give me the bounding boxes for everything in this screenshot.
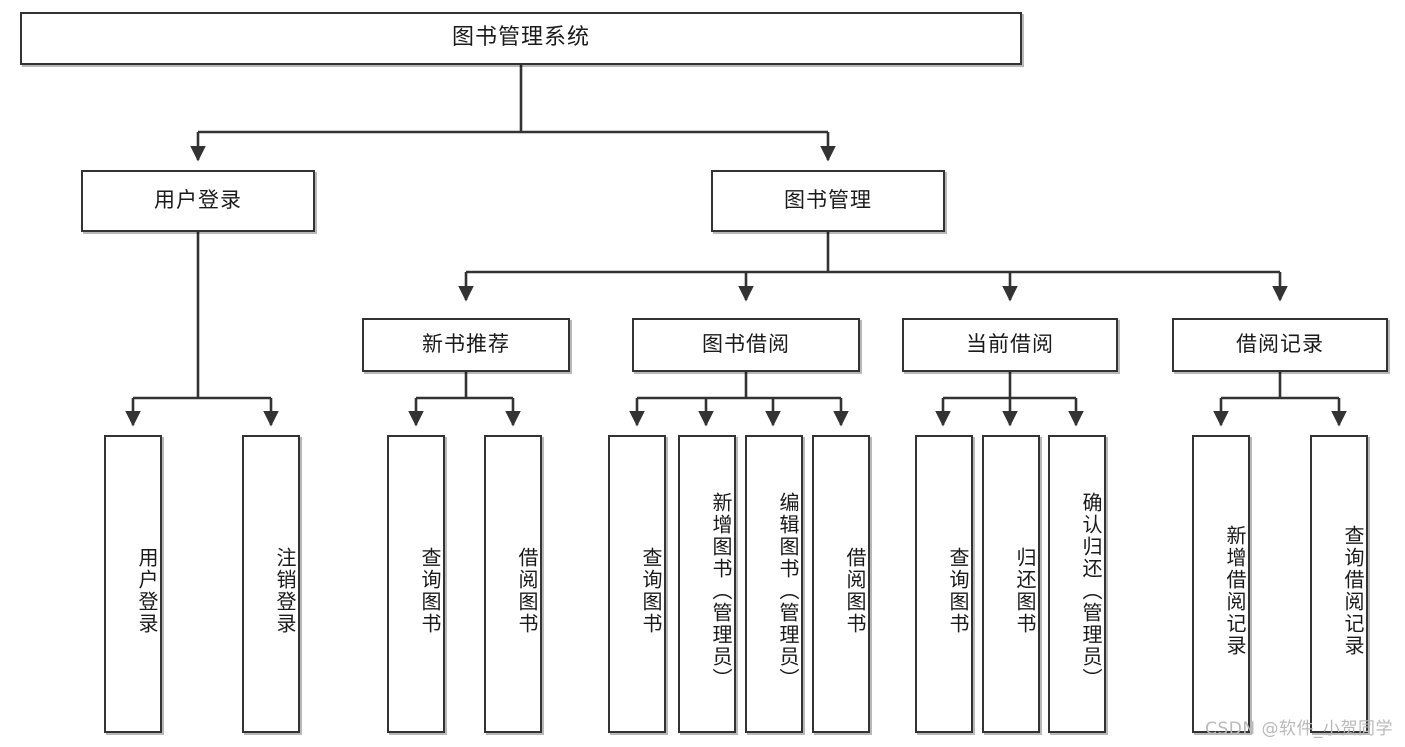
watermark-csdn: CSDN @软件_小贺同学	[1205, 719, 1393, 739]
leaf-edit-book-admin[interactable]: 编辑图书（管理员）	[745, 435, 803, 733]
leaf-query-book-recommend[interactable]: 查询图书	[387, 435, 445, 733]
leaf-confirm-return-admin[interactable]: 确认归还（管理员）	[1048, 435, 1106, 733]
leaf-query-book-borrow[interactable]: 查询图书	[608, 435, 666, 733]
leaf-add-book-admin[interactable]: 新增图书（管理员）	[678, 435, 736, 733]
leaf-borrow-book-recommend[interactable]: 借阅图书	[484, 435, 542, 733]
node-current-borrow[interactable]: 当前借阅	[902, 318, 1118, 372]
leaf-logout-login[interactable]: 注销登录	[242, 435, 300, 733]
node-book-management[interactable]: 图书管理	[711, 170, 945, 232]
leaf-query-borrow-record[interactable]: 查询借阅记录	[1310, 435, 1368, 733]
node-root-book-management-system[interactable]: 图书管理系统	[20, 12, 1022, 65]
node-borrow-record[interactable]: 借阅记录	[1172, 318, 1388, 372]
node-book-borrow[interactable]: 图书借阅	[632, 318, 860, 372]
leaf-borrow-book[interactable]: 借阅图书	[812, 435, 870, 733]
leaf-return-book[interactable]: 归还图书	[982, 435, 1040, 733]
leaf-user-login[interactable]: 用户登录	[104, 435, 162, 733]
node-new-book-recommend[interactable]: 新书推荐	[362, 318, 570, 372]
node-user-login[interactable]: 用户登录	[81, 170, 315, 232]
leaf-query-book-current[interactable]: 查询图书	[915, 435, 973, 733]
leaf-add-borrow-record[interactable]: 新增借阅记录	[1192, 435, 1250, 733]
